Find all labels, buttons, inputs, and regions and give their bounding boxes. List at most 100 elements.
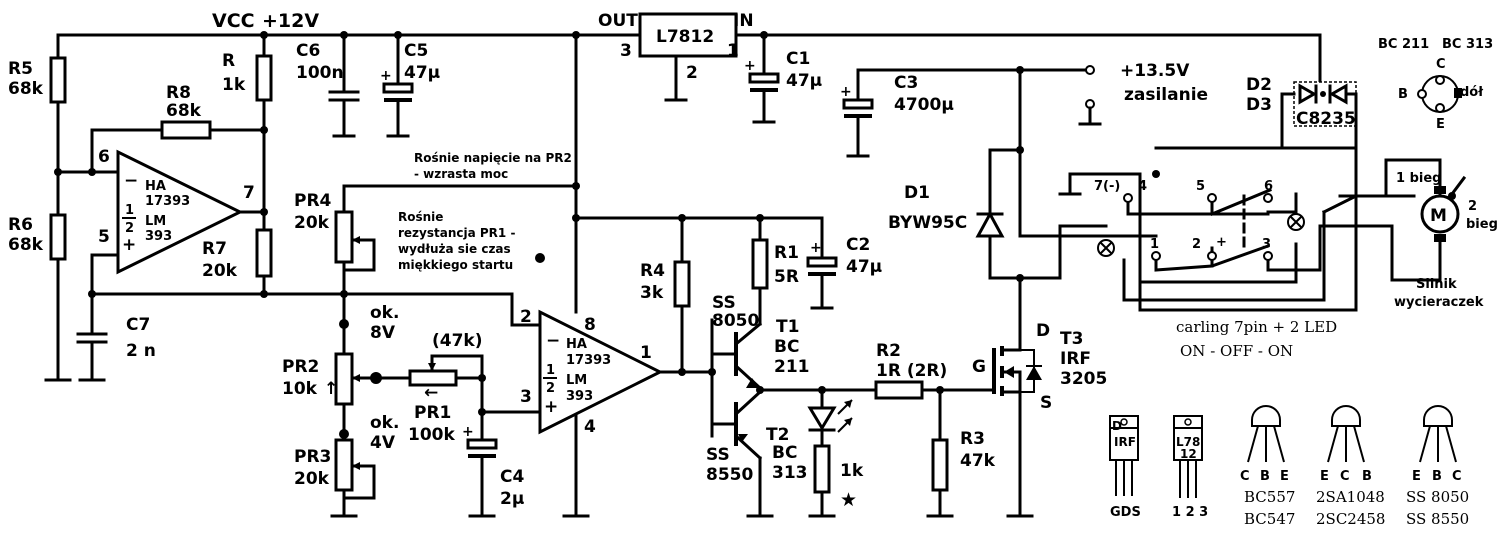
c7-label: C7	[126, 315, 150, 335]
c1-plus: +	[744, 58, 756, 74]
switch-pin-6: 6	[1264, 179, 1273, 194]
l78-label: L78	[1176, 435, 1200, 449]
supply-text: zasilanie	[1124, 85, 1208, 105]
irf-label: IRF	[1114, 435, 1136, 449]
l78-package: L78 12 1 2 3	[1172, 415, 1208, 520]
r4-label: R4	[640, 261, 665, 281]
sc2458-label: 2SC2458	[1316, 510, 1385, 528]
opamp2-pin1: 1	[640, 343, 652, 363]
led-branch: 1k ★	[758, 386, 878, 518]
pinout-dol: dół	[1460, 85, 1484, 100]
r1-label: R1	[774, 243, 799, 263]
mosfet-d-label: D	[1036, 321, 1050, 341]
vcc-rail: VCC +12V	[56, 10, 1322, 84]
note-pr1-line3: wydłuża sie czas	[398, 242, 511, 256]
t1-bc: BC	[774, 337, 799, 357]
l78-pins: 1 2 3	[1172, 505, 1208, 520]
c6-value: 100n	[296, 63, 344, 83]
bc557-label: BC557	[1244, 488, 1295, 506]
pr4-value: 20k	[294, 213, 330, 233]
pinout-bc313: BC 313	[1442, 37, 1493, 52]
to92-ss8050: E B C SS 8050 SS 8550	[1406, 405, 1469, 528]
r7	[255, 228, 273, 278]
r7-label: R7	[202, 239, 227, 259]
r7-value: 20k	[202, 261, 238, 281]
opamp1-pin7: 7	[243, 183, 255, 203]
c2: + C2 47µ	[806, 235, 882, 310]
r8-label: R8	[166, 83, 191, 103]
d3-label: D3	[1246, 95, 1272, 115]
pr1-arrow: ←	[424, 383, 438, 403]
ss8050-label: SS 8050	[1406, 488, 1469, 506]
irf-package: D IRF GDS	[1109, 415, 1141, 520]
switch-pin-plus: +	[1216, 235, 1227, 250]
regulator-in-label: IN	[733, 11, 754, 31]
pr3	[334, 438, 354, 492]
motor-silnik: Silnik	[1416, 277, 1457, 292]
c8235-label: C8235	[1296, 109, 1356, 129]
opamp2-pin2: 2	[520, 307, 532, 327]
r6-label: R6	[8, 215, 33, 235]
r5-label: R5	[8, 59, 33, 79]
push-pull: R1 5R SS 8050 T1 BC 211 SS 8550 T2 BC 31…	[706, 214, 810, 518]
opamp1-two: 2	[125, 221, 134, 236]
irf-gds: GDS	[1110, 505, 1141, 520]
pr1-alt-value: (47k)	[432, 331, 483, 351]
dual-diode: D2 D3 C8235	[1246, 75, 1358, 150]
bc557-pin1: C	[1240, 469, 1250, 484]
bc557-pin3: E	[1280, 469, 1289, 484]
pr2	[334, 352, 354, 406]
supply-135-label: +13.5V	[1120, 61, 1190, 81]
bc547-label: BC547	[1244, 510, 1295, 528]
t1-label: T1	[776, 317, 799, 337]
vcc-label: VCC	[212, 10, 255, 32]
lamp-right-icon	[1287, 213, 1305, 231]
motor-wycieraczek: wycieraczek	[1394, 295, 1484, 310]
mosfet-s-label: S	[1040, 393, 1052, 413]
t1-prefix: SS	[712, 293, 736, 313]
ss8550-label: SS 8550	[1406, 510, 1469, 528]
regulator-out-label: OUT	[598, 11, 638, 31]
opamp1-lmn: 393	[145, 229, 172, 244]
c3-label: C3	[894, 73, 918, 93]
c3-supply: + C3 4700µ +13.5V zasilanie	[840, 61, 1208, 158]
ok4-label: ok.	[370, 413, 399, 433]
r8	[160, 120, 212, 140]
switch-pin-5: 5	[1196, 179, 1205, 194]
sa1048-label: 2SA1048	[1316, 488, 1385, 506]
pr1-c4: (47k) ← PR1 100k + C4 2µ	[374, 331, 542, 518]
pinout-c: C	[1436, 57, 1446, 72]
r3	[931, 438, 949, 492]
ok8-label: ok.	[370, 303, 399, 323]
t2-prefix: SS	[706, 445, 730, 465]
d1: D1 BYW95C	[888, 68, 1024, 282]
v12-label: +12V	[262, 10, 319, 32]
pr2-value: 10k	[282, 379, 318, 399]
r-value: 1k	[222, 75, 246, 95]
d1-label: D1	[904, 183, 930, 203]
to92-bc557: C B E BC557 BC547	[1240, 405, 1295, 528]
led-star: ★	[840, 489, 857, 511]
motor-m: M	[1430, 206, 1447, 226]
opamp2-half: 1	[546, 363, 555, 378]
r-label: R	[222, 51, 235, 71]
c4-value: 2µ	[500, 489, 524, 509]
ss8050-pin3: C	[1452, 469, 1462, 484]
r4-value: 3k	[640, 283, 664, 303]
pr4-label: PR4	[294, 191, 332, 211]
d2-label: D2	[1246, 75, 1272, 95]
sa1048-pin1: E	[1320, 469, 1329, 484]
led-resistor-value: 1k	[840, 461, 864, 481]
r5-r6-divider: R5 68k R6 68k	[8, 33, 72, 382]
c6-c5: C6 100n + C5 47µ	[296, 31, 440, 138]
c3-plus: +	[840, 84, 852, 100]
r4	[673, 260, 691, 308]
motor: M 1 bieg 2 bieg Silnik wycieraczek	[1298, 158, 1498, 310]
opamp2-minus: −	[546, 331, 560, 351]
r3-label: R3	[960, 429, 985, 449]
pinout-b: B	[1398, 87, 1408, 102]
mosfet-t3: D G S T3 IRF 3205	[972, 276, 1107, 518]
pr1-value: 100k	[408, 425, 455, 445]
lamp-left-icon	[1097, 239, 1115, 257]
